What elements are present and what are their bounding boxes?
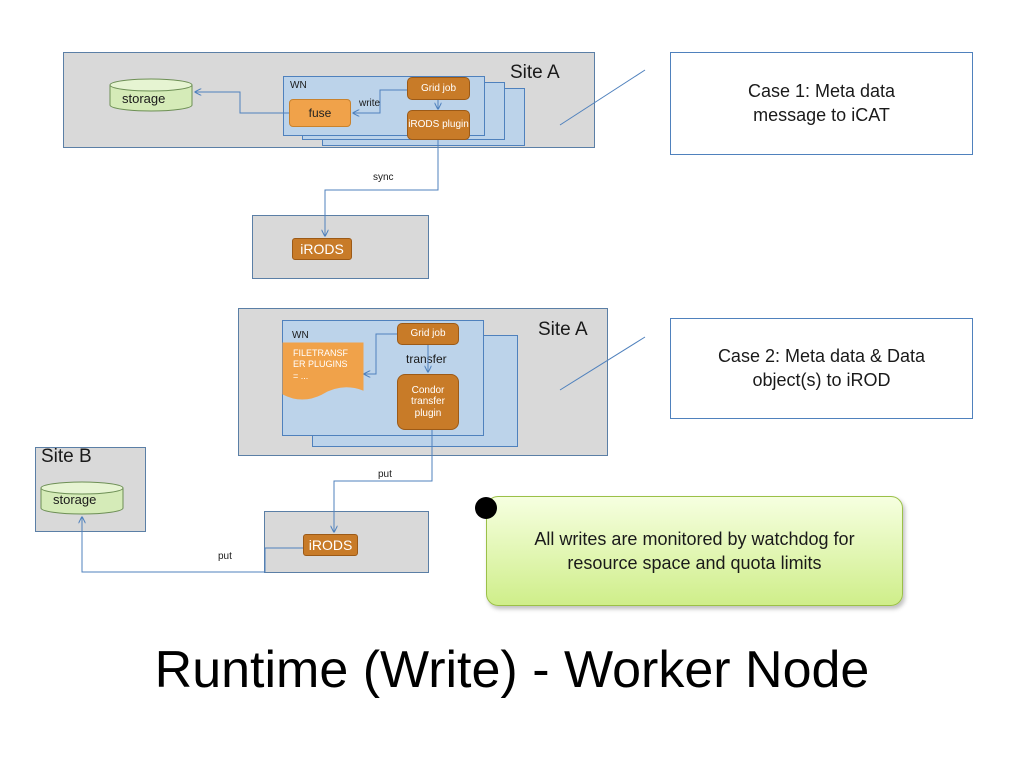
wn-label-case2: WN bbox=[292, 330, 309, 341]
put-label-lower: put bbox=[218, 551, 232, 562]
grid-job-node-case1: Grid job bbox=[407, 77, 470, 100]
wn-label-case1: WN bbox=[290, 80, 307, 91]
watchdog-note: All writes are monitored by watchdog for… bbox=[486, 496, 903, 606]
storage-label-case2: storage bbox=[53, 492, 97, 507]
put-to-site-b-arrow bbox=[82, 517, 303, 573]
page-title: Runtime (Write) - Worker Node bbox=[154, 641, 870, 699]
transfer-label: transfer bbox=[406, 352, 447, 366]
case2-callout-pointer bbox=[559, 336, 646, 391]
gridjob-to-fuse-write-arrow bbox=[353, 89, 407, 113]
fuse-to-storage-arrow bbox=[195, 92, 289, 114]
sync-arrow bbox=[325, 140, 439, 236]
irods-node-case1: iRODS bbox=[292, 238, 352, 260]
plugins-document-icon bbox=[282, 342, 364, 400]
storage-label-case1: storage bbox=[122, 91, 166, 106]
fuse-node: fuse bbox=[289, 99, 351, 127]
storage-icon-case1 bbox=[109, 78, 193, 112]
put-label-upper: put bbox=[378, 469, 392, 480]
irods-container-case2 bbox=[264, 511, 429, 573]
put-to-irods-arrow bbox=[334, 430, 433, 532]
case1-callout: Case 1: Meta data message to iCAT bbox=[670, 52, 973, 155]
condor-transfer-plugin-node: Condor transfer plugin bbox=[397, 374, 459, 430]
grid-job-node-case2: Grid job bbox=[397, 323, 459, 345]
note-bullet-dot bbox=[475, 497, 497, 519]
gridjob-to-plugins-arrow bbox=[364, 333, 397, 374]
case2-callout: Case 2: Meta data & Data object(s) to iR… bbox=[670, 318, 973, 419]
write-label: write bbox=[359, 98, 381, 109]
site-a-label-case2: Site A bbox=[538, 319, 588, 340]
case1-callout-pointer bbox=[559, 69, 646, 126]
storage-icon-case2 bbox=[40, 481, 124, 515]
sync-label: sync bbox=[373, 172, 394, 183]
irods-plugin-node: iRODS plugin bbox=[407, 110, 470, 140]
site-b-label: Site B bbox=[41, 446, 92, 467]
irods-node-case2: iRODS bbox=[303, 534, 358, 556]
plugins-label: FILETRANSF ER PLUGINS = ... bbox=[293, 348, 349, 381]
site-a-label-case1: Site A bbox=[510, 62, 560, 83]
